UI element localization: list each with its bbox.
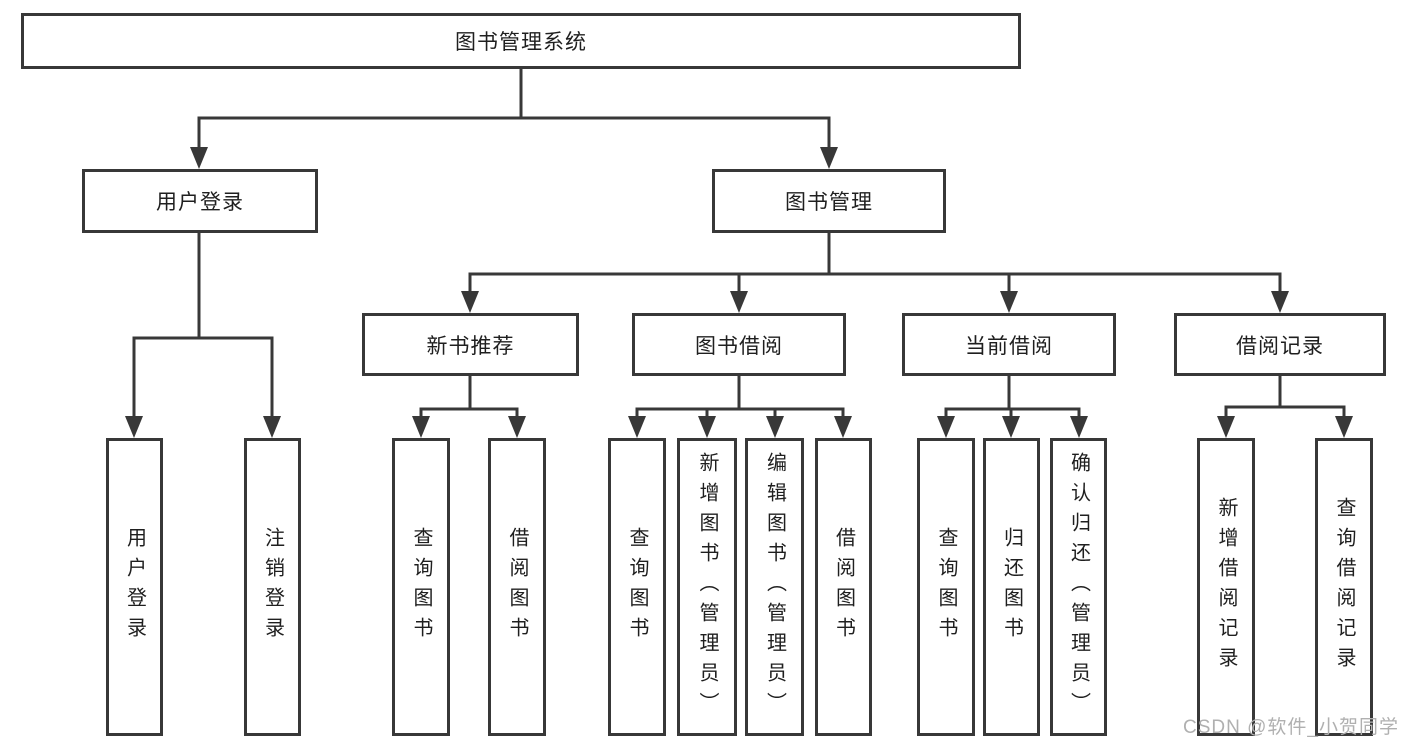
leaf-confirm-return-admin: 确认归还（管理员） bbox=[1050, 438, 1107, 736]
leaf-label: 借阅图书 bbox=[506, 527, 528, 647]
node-new-book-recommend: 新书推荐 bbox=[362, 313, 579, 376]
arrowhead-icon bbox=[190, 147, 208, 169]
node-user-login: 用户登录 bbox=[82, 169, 318, 233]
leaf-logout: 注销登录 bbox=[244, 438, 301, 736]
arrowhead-icon bbox=[1002, 416, 1020, 438]
leaf-edit-book-admin: 编辑图书（管理员） bbox=[745, 438, 804, 736]
leaf-query-books-recommend: 查询图书 bbox=[392, 438, 450, 736]
leaf-label: 新增图书（管理员） bbox=[696, 452, 718, 722]
arrowhead-icon bbox=[1070, 416, 1088, 438]
node-root: 图书管理系统 bbox=[21, 13, 1021, 69]
arrowhead-icon bbox=[834, 416, 852, 438]
leaf-label: 注销登录 bbox=[261, 527, 284, 647]
leaf-label: 查询图书 bbox=[935, 527, 957, 647]
arrowhead-icon bbox=[412, 416, 430, 438]
edge-book-management-children bbox=[461, 231, 1289, 313]
leaf-query-borrow-record: 查询借阅记录 bbox=[1315, 438, 1373, 736]
leaf-return-book: 归还图书 bbox=[983, 438, 1040, 736]
edge-root-to-level2 bbox=[190, 67, 838, 169]
node-borrow-records: 借阅记录 bbox=[1174, 313, 1386, 376]
edge-book-borrow-children bbox=[628, 374, 852, 438]
leaf-user-login: 用户登录 bbox=[106, 438, 163, 736]
arrowhead-icon bbox=[698, 416, 716, 438]
arrowhead-icon bbox=[461, 291, 479, 313]
leaf-label: 查询借阅记录 bbox=[1333, 497, 1355, 677]
edge-borrow-records-children bbox=[1217, 374, 1353, 438]
arrowhead-icon bbox=[937, 416, 955, 438]
node-book-borrow: 图书借阅 bbox=[632, 313, 846, 376]
watermark: CSDN @软件_小贺同学 bbox=[1183, 717, 1399, 738]
leaf-add-book-admin: 新增图书（管理员） bbox=[677, 438, 737, 736]
leaf-add-borrow-record: 新增借阅记录 bbox=[1197, 438, 1255, 736]
leaf-query-books-current: 查询图书 bbox=[917, 438, 975, 736]
leaf-borrow-books: 借阅图书 bbox=[815, 438, 872, 736]
leaf-borrow-books-recommend: 借阅图书 bbox=[488, 438, 546, 736]
arrowhead-icon bbox=[820, 147, 838, 169]
leaf-label: 新增借阅记录 bbox=[1215, 497, 1237, 677]
leaf-label: 编辑图书（管理员） bbox=[763, 452, 786, 722]
leaf-label: 查询图书 bbox=[410, 527, 432, 647]
node-current-borrow: 当前借阅 bbox=[902, 313, 1116, 376]
arrowhead-icon bbox=[628, 416, 646, 438]
arrowhead-icon bbox=[263, 416, 281, 438]
arrowhead-icon bbox=[1000, 291, 1018, 313]
leaf-query-books-borrow: 查询图书 bbox=[608, 438, 666, 736]
leaf-label: 借阅图书 bbox=[832, 527, 855, 647]
edge-new-book-recommend-children bbox=[412, 374, 526, 438]
arrowhead-icon bbox=[766, 416, 784, 438]
leaf-label: 用户登录 bbox=[123, 527, 146, 647]
arrowhead-icon bbox=[1335, 416, 1353, 438]
arrowhead-icon bbox=[125, 416, 143, 438]
leaf-label: 确认归还（管理员） bbox=[1067, 452, 1090, 722]
arrowhead-icon bbox=[1217, 416, 1235, 438]
edge-current-borrow-children bbox=[937, 374, 1088, 438]
leaf-label: 归还图书 bbox=[1000, 527, 1023, 647]
node-book-management: 图书管理 bbox=[712, 169, 946, 233]
arrowhead-icon bbox=[1271, 291, 1289, 313]
arrowhead-icon bbox=[508, 416, 526, 438]
leaf-label: 查询图书 bbox=[626, 527, 648, 647]
arrowhead-icon bbox=[730, 291, 748, 313]
edge-user-login-children bbox=[125, 231, 281, 438]
